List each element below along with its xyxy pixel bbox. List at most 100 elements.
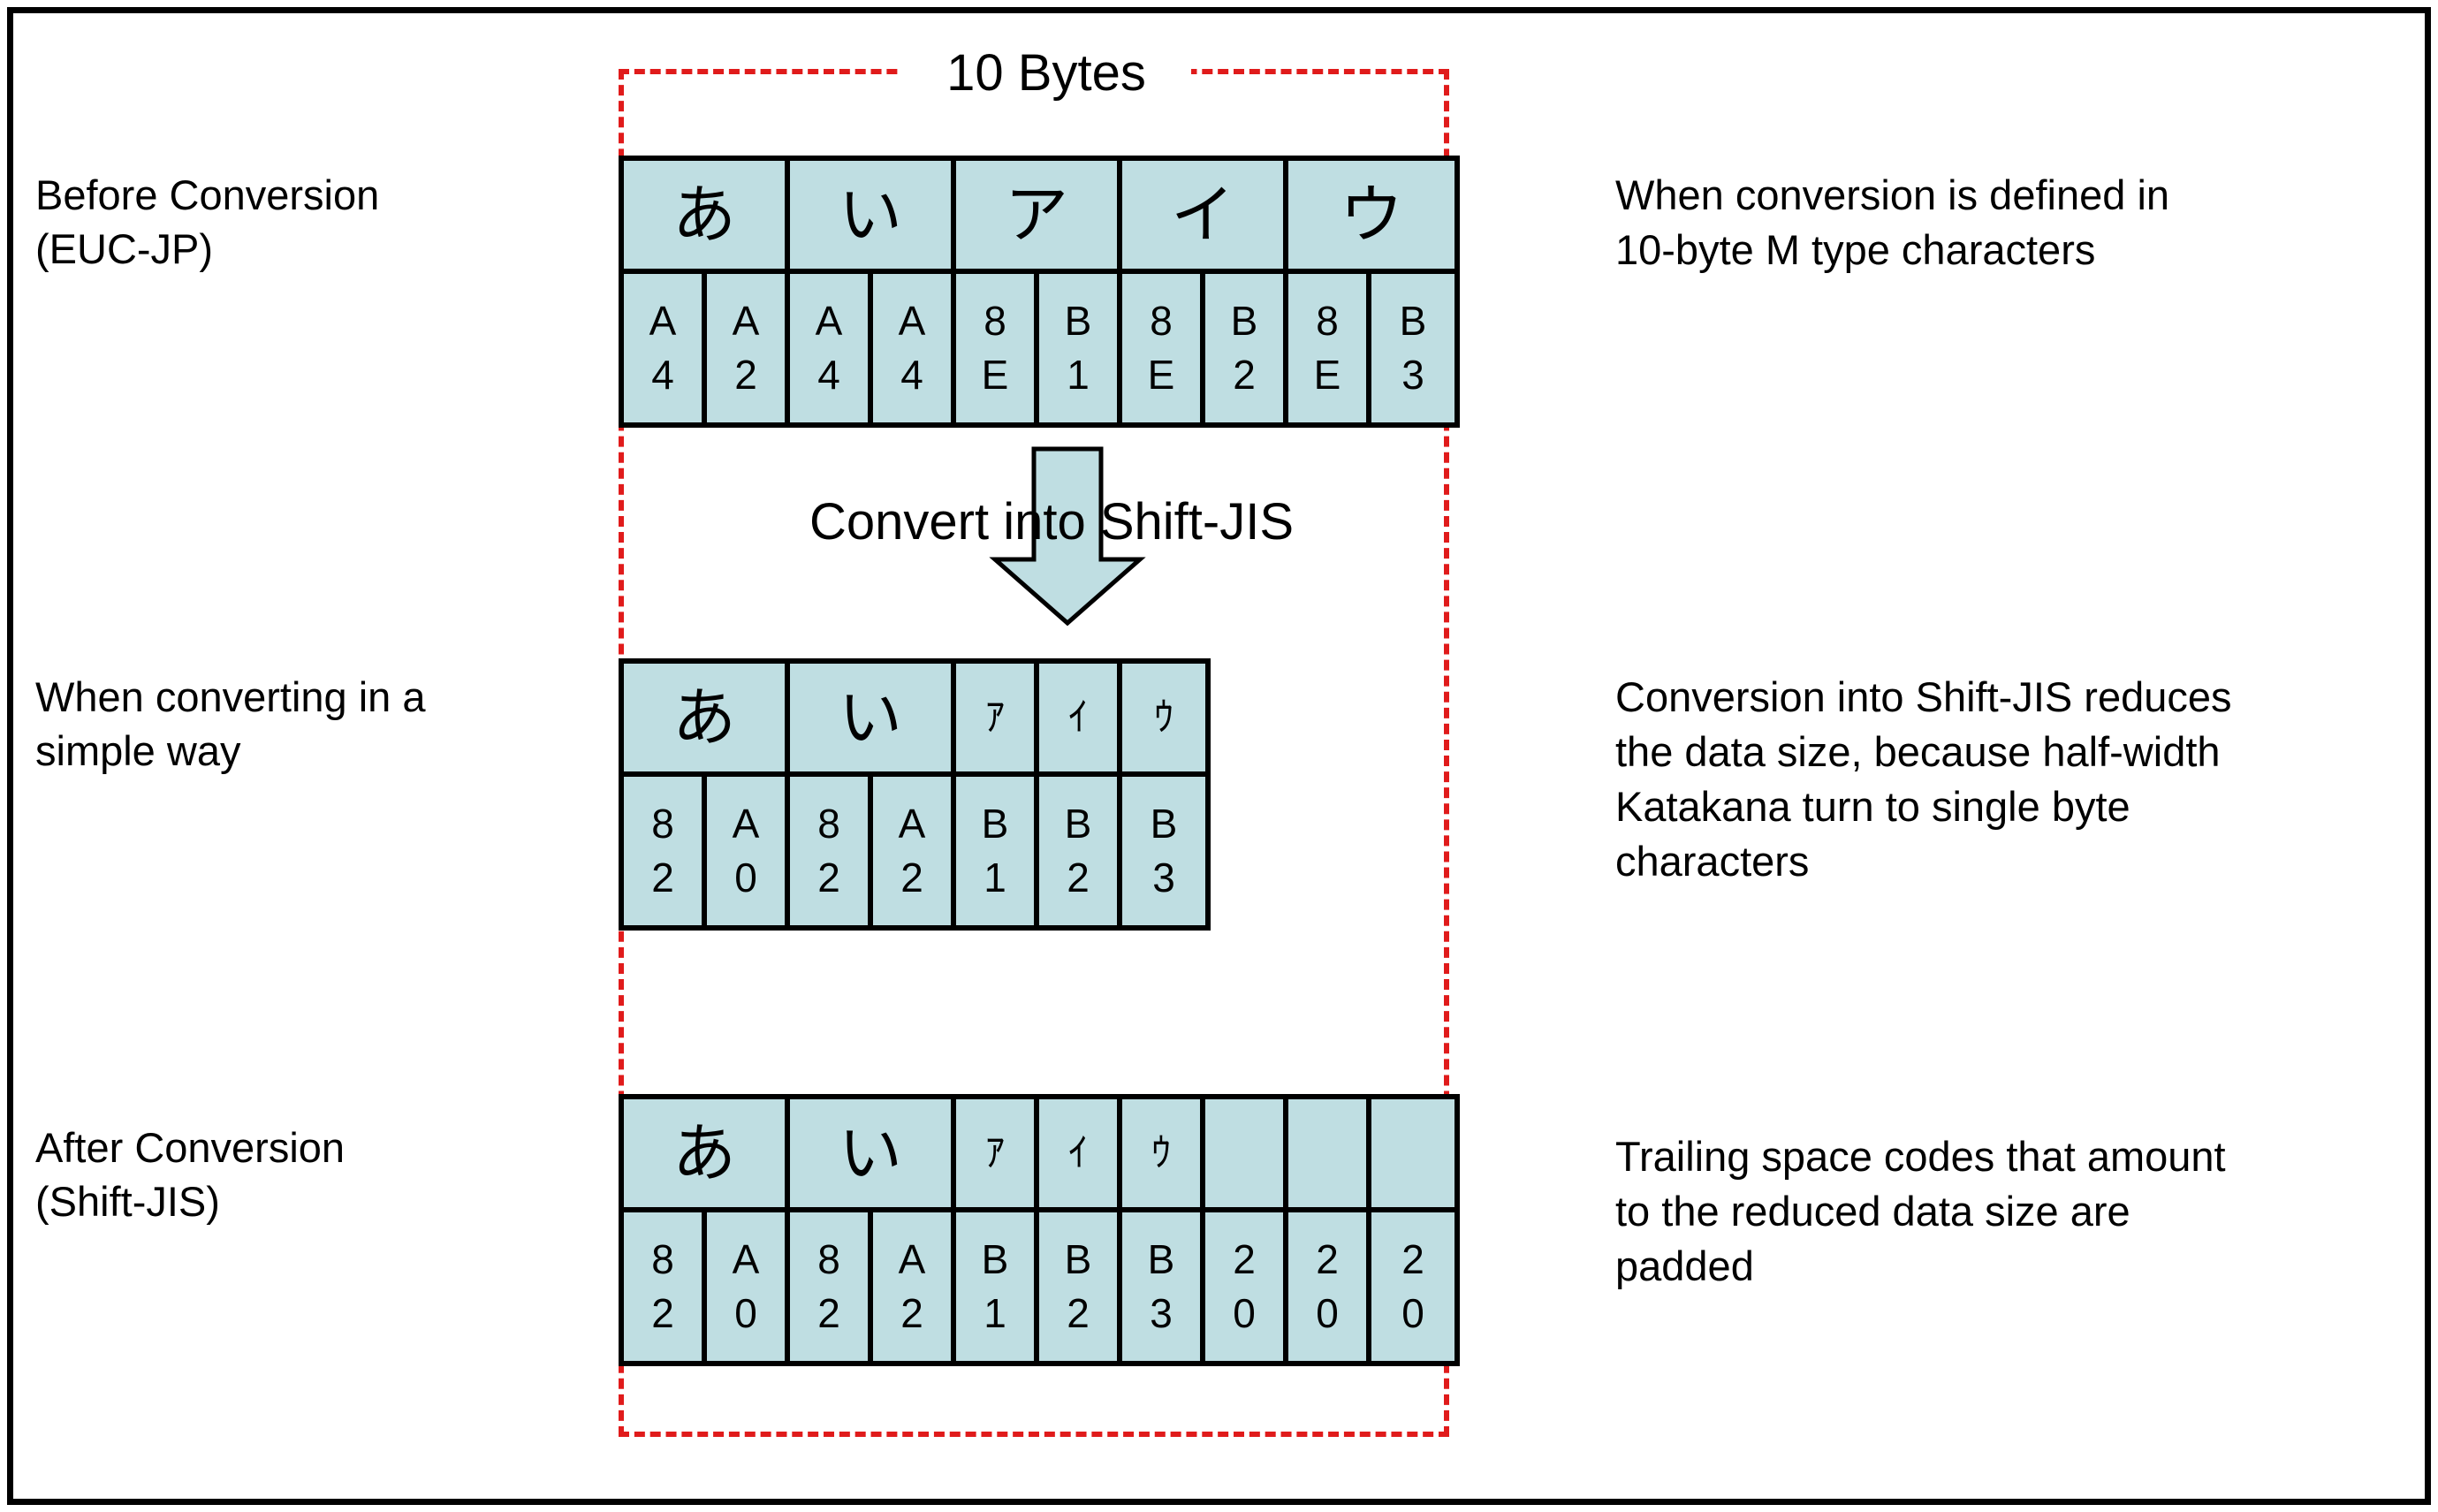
byte-digit: A xyxy=(898,298,926,345)
byte-digit: 4 xyxy=(817,352,840,398)
byte-digit: B xyxy=(1064,801,1092,847)
byte-digit: 2 xyxy=(1067,855,1090,900)
byte-digit: 3 xyxy=(1401,352,1424,398)
character-glyph: い xyxy=(838,1116,902,1190)
byte-digit: 8 xyxy=(1316,298,1339,345)
byte-digit: A xyxy=(898,1236,926,1283)
byte-digit: 8 xyxy=(1150,298,1173,345)
byte-digit: 2 xyxy=(817,1290,840,1336)
character-glyph: い xyxy=(838,178,902,252)
byte-digit: B xyxy=(1230,298,1258,345)
byte-digit: E xyxy=(1147,352,1175,398)
byte-digit: A xyxy=(732,298,760,345)
region-size-caption: 10 Bytes xyxy=(901,46,1191,101)
byte-digit: 1 xyxy=(1067,352,1090,398)
byte-digit: 0 xyxy=(734,855,757,900)
byte-digit: 3 xyxy=(1152,855,1175,900)
byte-digit: 2 xyxy=(900,855,923,900)
byte-digit: A xyxy=(898,801,926,847)
character-cell: あ xyxy=(624,664,790,771)
character-row: あいｱｲｳ xyxy=(624,1099,1454,1207)
byte-digit: 2 xyxy=(817,855,840,900)
byte-digit: 4 xyxy=(900,352,923,398)
byte-digit: 2 xyxy=(651,855,674,900)
byte-digit: 8 xyxy=(651,1236,674,1283)
character-glyph: ｲ xyxy=(1068,1130,1088,1175)
row-label-simple-conversion: When converting in a simple way xyxy=(35,673,426,775)
padding-character-cell xyxy=(1205,1099,1288,1207)
character-row: あいｱｲｳ xyxy=(624,664,1205,771)
byte-digit: A xyxy=(732,1236,760,1283)
byte-digit: A xyxy=(815,298,843,345)
row-label-after-conversion: After Conversion (Shift-JIS) xyxy=(35,1124,346,1226)
byte-digit: 0 xyxy=(1233,1290,1256,1336)
row-note-simple-conversion: Conversion into Shift-JIS reduces the da… xyxy=(1615,673,2232,885)
character-cell: ウ xyxy=(1288,161,1454,269)
row-note-after-conversion: Trailing space codes that amount to the … xyxy=(1615,1133,2226,1290)
byte-digit: 0 xyxy=(1316,1290,1339,1336)
row-label-before-conversion: Before Conversion (EUC-JP) xyxy=(35,171,380,273)
character-cell: あ xyxy=(624,161,790,269)
character-cell: ｲ xyxy=(1039,664,1122,771)
byte-digit: 2 xyxy=(734,352,757,398)
byte-digit: 8 xyxy=(817,801,840,847)
character-cell: ア xyxy=(956,161,1122,269)
conversion-arrow xyxy=(988,446,1147,627)
character-glyph: ウ xyxy=(1339,178,1403,252)
byte-digit: 2 xyxy=(651,1290,674,1336)
byte-digit: E xyxy=(981,352,1009,398)
byte-digit: A xyxy=(732,801,760,847)
byte-digit: B xyxy=(981,801,1009,847)
byte-digit: B xyxy=(1064,298,1092,345)
byte-digit: 8 xyxy=(651,801,674,847)
byte-digit: 0 xyxy=(1401,1290,1424,1336)
down-arrow-icon xyxy=(989,446,1146,627)
byte-digit: 4 xyxy=(651,352,674,398)
byte-digit: 1 xyxy=(984,855,1006,900)
character-glyph: あ xyxy=(672,178,736,252)
character-glyph: い xyxy=(838,680,902,755)
byte-digit: B xyxy=(1399,298,1427,345)
character-glyph: イ xyxy=(1170,178,1234,252)
character-glyph: ｳ xyxy=(1154,695,1173,740)
byte-digit: 2 xyxy=(1233,352,1256,398)
byte-digit: 1 xyxy=(984,1290,1006,1336)
character-cell: い xyxy=(790,664,956,771)
character-glyph: ｳ xyxy=(1151,1130,1171,1175)
character-glyph: ｱ xyxy=(985,695,1005,740)
character-cell: い xyxy=(790,1099,956,1207)
character-glyph: ｲ xyxy=(1068,695,1088,740)
padding-character-cell xyxy=(1288,1099,1371,1207)
character-cell: イ xyxy=(1122,161,1288,269)
byte-digit: 0 xyxy=(734,1290,757,1336)
character-glyph: あ xyxy=(672,680,736,755)
character-glyph: ｱ xyxy=(985,1130,1005,1175)
byte-digit: B xyxy=(1064,1236,1092,1283)
byte-digit: 2 xyxy=(1316,1236,1339,1283)
byte-digit: 8 xyxy=(984,298,1006,345)
